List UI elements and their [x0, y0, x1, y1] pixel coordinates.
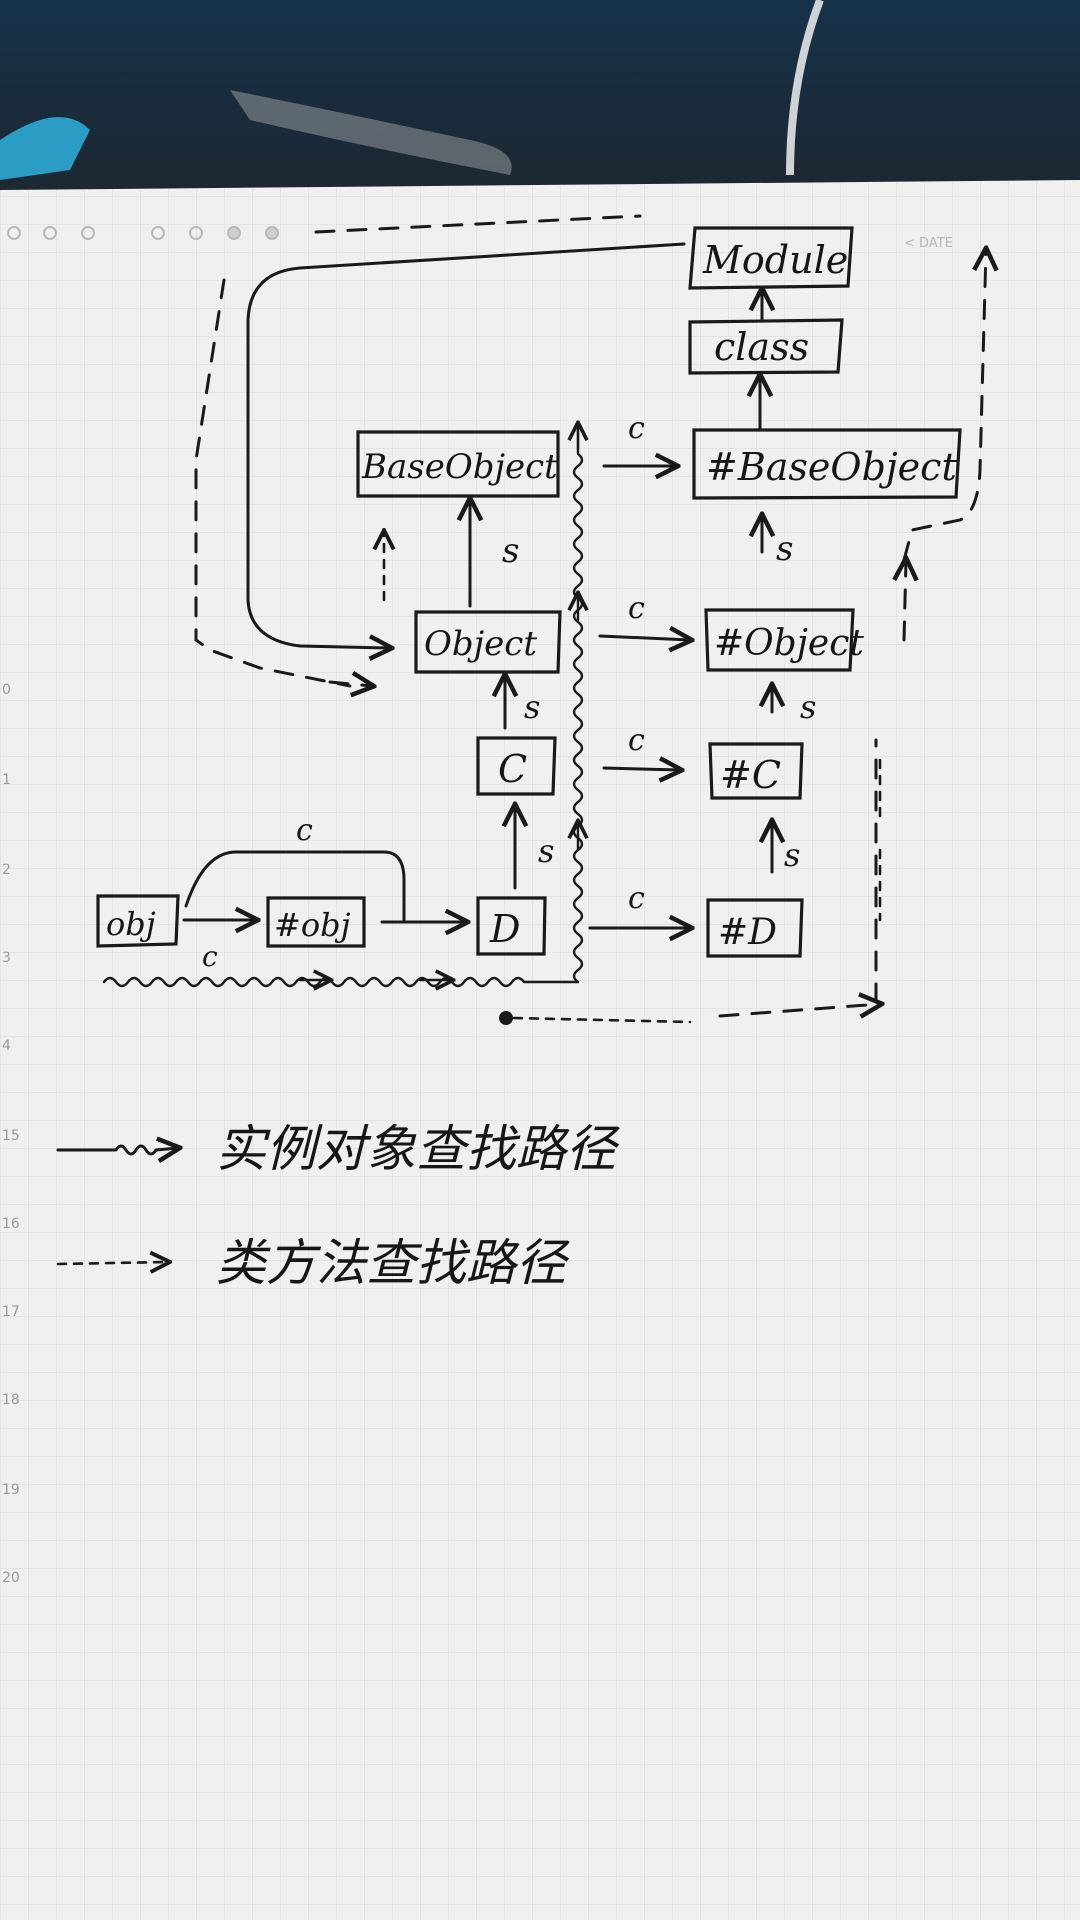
margin-number: 3 [2, 950, 11, 966]
node-label: #Object [714, 623, 864, 664]
margin-number: 1 [2, 772, 11, 788]
node-base-object: BaseObject [356, 430, 560, 498]
instance-lookup-path [102, 424, 584, 986]
node-box [688, 318, 844, 375]
class-edges [182, 466, 690, 928]
node-box [704, 608, 855, 672]
cable [230, 90, 512, 175]
binder-holes [7, 226, 279, 240]
desk-background [0, 0, 1080, 200]
dash-top [314, 214, 642, 234]
node-box [356, 430, 560, 498]
edge-obj-c-curve [184, 850, 406, 922]
class-edge-labels: c c c c c c [202, 411, 645, 973]
edge-object-class [598, 636, 690, 640]
dash-bottom-left [512, 1016, 692, 1024]
legend-instance-path: 实例对象查找路径 [56, 1120, 620, 1178]
grid-pattern [0, 180, 1080, 1920]
legend-wavy-arrow [56, 1146, 178, 1154]
edge-label-s: s [524, 688, 540, 726]
edge-label-s: s [784, 836, 800, 874]
node-label: #C [720, 753, 781, 797]
node-box [706, 898, 804, 958]
class-method-lookup-path [194, 214, 986, 1025]
node-label: obj [106, 905, 156, 943]
dash-bottom-right [718, 1004, 880, 1016]
node-class: class [688, 318, 844, 375]
margin-number: 2 [2, 862, 11, 878]
node-box [692, 428, 962, 500]
node-object: Object [414, 610, 562, 674]
wavy-vertical [572, 426, 584, 984]
dash-left [194, 278, 352, 688]
edge-label-c: c [628, 591, 645, 626]
node-box [708, 742, 804, 800]
node-label: Module [702, 238, 848, 282]
dash-right-upper [902, 250, 986, 562]
margin-number: 16 [2, 1216, 20, 1232]
edge-label-c: c [628, 881, 645, 916]
margin-number: 15 [2, 1128, 20, 1144]
margin-number: 20 [2, 1570, 20, 1586]
node-d: D [476, 896, 547, 956]
white-cable [786, 0, 824, 176]
superclass-labels: s s s s s s [502, 529, 816, 874]
edge-label-c: c [628, 411, 645, 446]
edge-label-c: c [296, 813, 313, 848]
legend-text-class-method: 类方法查找路径 [216, 1234, 570, 1292]
node-module: Module [688, 226, 854, 290]
margin-number: 0 [2, 682, 11, 698]
legend: 实例对象查找路径 类方法查找路径 [56, 1120, 620, 1292]
node-box [96, 894, 180, 948]
margin-numbers: 0 1 2 3 4 15 16 17 18 19 20 [2, 682, 20, 1586]
edge-c-class [602, 768, 680, 770]
node-box [266, 896, 366, 948]
node-label: C [498, 747, 527, 791]
node-label: Object [424, 624, 537, 664]
superclass-edges [470, 290, 772, 890]
node-meta-c: #C [708, 742, 804, 800]
edge-label-c: c [628, 723, 645, 758]
edge-label-c: c [202, 940, 218, 973]
node-label: #obj [274, 906, 351, 944]
margin-number: 4 [2, 1038, 11, 1054]
edge-module-to-object-loop [246, 242, 686, 648]
margin-number: 17 [2, 1304, 20, 1320]
legend-class-method-path: 类方法查找路径 [56, 1234, 570, 1292]
blue-object [0, 117, 90, 180]
margin-number: 19 [2, 1482, 20, 1498]
edge-label-s: s [502, 531, 519, 571]
node-label: #D [718, 912, 777, 953]
node-c: C [476, 736, 557, 796]
node-meta-base-object: #BaseObject [692, 428, 962, 500]
node-box [476, 736, 557, 796]
edge-label-s: s [538, 832, 554, 870]
dash-left-arrowhead [328, 682, 372, 686]
edge-label-s: s [800, 688, 816, 726]
node-obj: obj [96, 894, 180, 948]
path-start-dot [499, 1011, 513, 1025]
node-meta-object: #Object [704, 608, 864, 672]
node-meta-d: #D [706, 898, 804, 958]
node-label: class [714, 325, 809, 369]
node-label: #BaseObject [706, 445, 957, 489]
node-box [414, 610, 562, 674]
node-box [476, 896, 547, 956]
margin-number: 18 [2, 1392, 20, 1408]
node-label: D [489, 907, 520, 951]
node-label: BaseObject [361, 447, 558, 487]
legend-dashed-arrow [56, 1262, 168, 1264]
edge-label-s: s [776, 529, 793, 569]
node-box [688, 226, 854, 290]
node-meta-obj: #obj [266, 896, 366, 948]
date-label: < DATE [904, 236, 953, 251]
legend-text-instance: 实例对象查找路径 [216, 1120, 620, 1178]
dash-right-mid [904, 560, 906, 642]
